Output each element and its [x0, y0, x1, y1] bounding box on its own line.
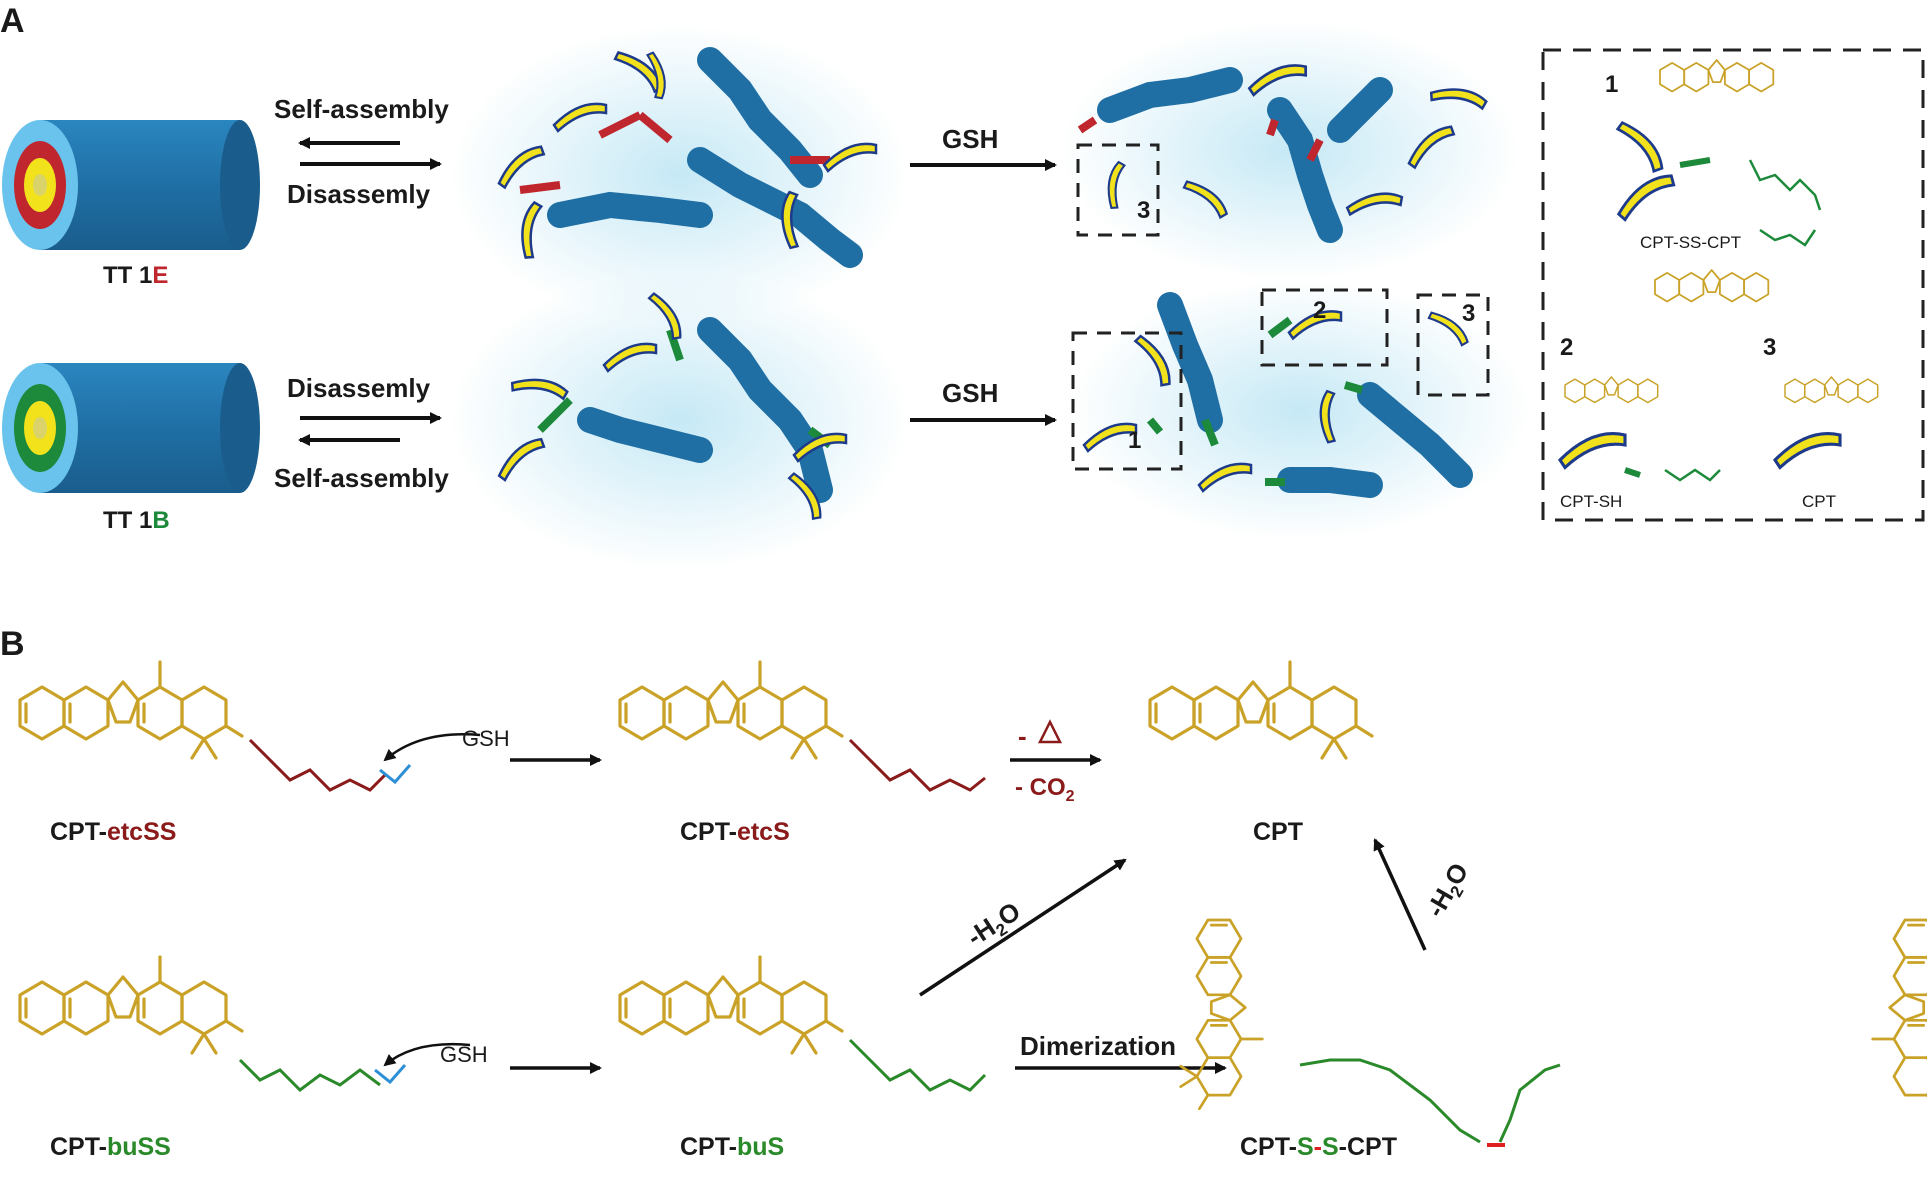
minus-co2-label: - CO2: [1015, 774, 1075, 805]
panel-b-label: B: [0, 625, 25, 663]
struct-cpt-etcss-chain: [250, 740, 385, 790]
h2o-right-label: -H2O: [1420, 858, 1478, 924]
struct-cpt-etcs-chain: [850, 740, 985, 790]
inset-item-1: [1612, 60, 1820, 301]
struct-cpt-etcs-core: [620, 662, 842, 758]
label-cpt-etcs: CPT-etcS: [680, 818, 790, 846]
gsh-label-2: GSH: [440, 1042, 488, 1067]
dimerization-label: Dimerization: [1020, 1031, 1176, 1061]
struct-cpt-buss-chain: [240, 1060, 380, 1090]
dimer-left-linker: [1300, 1060, 1480, 1142]
top-arrow-label-2: Disassemly: [287, 179, 431, 209]
label-cpt-bus: CPT-buS: [680, 1133, 784, 1161]
struct-cpt-bus-core: [620, 957, 842, 1053]
inset-item-3-label: CPT: [1802, 492, 1836, 511]
tube-top-label: TT 1E: [103, 262, 168, 289]
dimer-right-linker: [1500, 1065, 1560, 1142]
thiirane-icon: [1040, 722, 1060, 742]
bottom-arrow-label-1: Disassemly: [287, 373, 431, 403]
bottom-assembly-cluster: [450, 270, 910, 570]
struct-dimer-right-core: [1873, 920, 1927, 1109]
gsh-label-1: GSH: [462, 726, 510, 751]
bottom-arrow-label-2: Self-assembly: [274, 463, 449, 493]
tube-bottom: [2, 363, 260, 493]
struct-cpt-buss-core: [20, 957, 242, 1053]
inset-item-2-label: CPT-SH: [1560, 492, 1622, 511]
bottom-box-1-number: 1: [1128, 427, 1141, 454]
top-products-cluster: [1060, 20, 1520, 280]
tube-top: [2, 120, 260, 250]
panel-a-label: A: [0, 2, 25, 40]
struct-cpt-bus-chain: [850, 1040, 985, 1090]
top-box-number: 3: [1137, 197, 1150, 224]
struct-dimer-left-core: [1181, 920, 1263, 1109]
cleavage-mark-2: [375, 1065, 405, 1082]
label-dimer: CPT-S-S-CPT: [1240, 1133, 1397, 1161]
tube-bottom-label: TT 1B: [103, 507, 170, 534]
inset-item-3: [1775, 377, 1878, 468]
inset-box: [1543, 50, 1923, 520]
bottom-box-2-number: 2: [1313, 297, 1326, 324]
label-cpt-buss: CPT-buSS: [50, 1133, 171, 1161]
inset-item-2-number: 2: [1560, 334, 1573, 361]
inset-item-3-number: 3: [1763, 334, 1776, 361]
arrow-bus-to-cpt: [920, 860, 1125, 995]
bottom-products-cluster: [1070, 280, 1530, 540]
top-arrow-label-1: Self-assembly: [274, 94, 449, 124]
bottom-gsh-label: GSH: [942, 378, 998, 408]
inset-item-2: [1560, 377, 1720, 480]
struct-cpt-etcss-core: [20, 662, 242, 758]
struct-cpt-core: [1150, 662, 1372, 758]
inset-item-1-label: CPT-SS-CPT: [1640, 233, 1741, 252]
label-cpt-etcss: CPT-etcSS: [50, 818, 176, 846]
top-gsh-label: GSH: [942, 124, 998, 154]
label-cpt: CPT: [1253, 818, 1303, 846]
inset-item-1-number: 1: [1605, 71, 1618, 98]
cleavage-mark-1: [380, 765, 410, 782]
minus-thiirane-label: -: [1018, 721, 1027, 751]
bottom-box-3-number: 3: [1462, 300, 1475, 327]
arrow-dimer-to-cpt: [1375, 840, 1425, 950]
